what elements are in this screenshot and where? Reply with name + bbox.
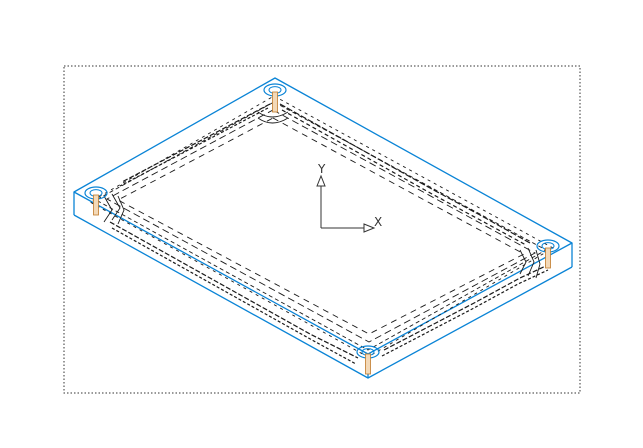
ucs-x-label: X	[374, 215, 382, 229]
mounting-hole-icon[interactable]	[536, 239, 560, 269]
selection-window	[63, 65, 581, 394]
mounting-hole-icon[interactable]	[84, 186, 108, 216]
toolpath-ring-1	[117, 117, 525, 335]
mounting-hole-icon[interactable]	[356, 345, 380, 375]
corner-detail-top	[257, 111, 289, 124]
mounting-hole-icon[interactable]	[263, 83, 287, 113]
wall-hatching	[109, 103, 551, 365]
ucs-y-label: Y	[317, 162, 326, 176]
mounting-holes[interactable]	[84, 83, 560, 375]
toolpath-group	[89, 95, 554, 365]
pocket-outline	[106, 109, 536, 343]
ucs-icon	[316, 174, 376, 233]
corner-detail-left	[103, 193, 125, 225]
corner-detail-right	[519, 247, 541, 279]
